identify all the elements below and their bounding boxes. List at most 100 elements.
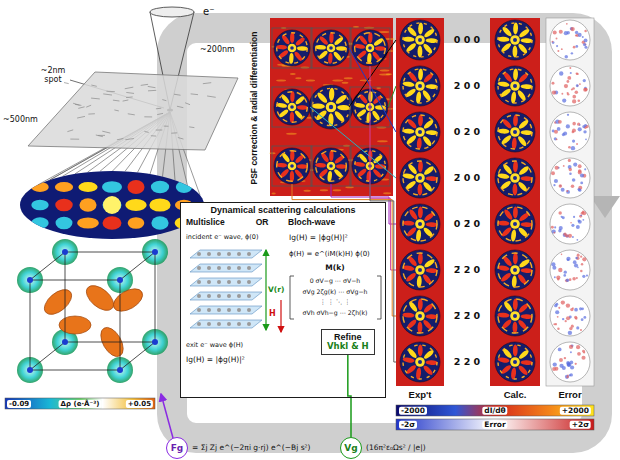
charge-density-cell	[65, 252, 155, 253]
processed-cbed-panel	[329, 46, 333, 50]
comparison-columns	[561, 48, 563, 50]
comparison-columns	[418, 222, 422, 226]
comparison-columns	[513, 298, 518, 310]
comparison-columns	[583, 43, 586, 46]
potential-label: V(r)	[268, 286, 284, 295]
comparison-columns	[495, 66, 535, 106]
multislice-drawing	[247, 308, 251, 312]
comparison-columns	[425, 314, 437, 319]
comparison-columns	[551, 171, 555, 175]
multislice-drawing	[197, 266, 201, 270]
comparison-columns	[573, 260, 577, 264]
comparison-columns	[557, 327, 559, 329]
specimen	[126, 96, 133, 98]
comparison-columns	[567, 363, 571, 367]
wave-label: incident e⁻ wave, ϕ(0)	[186, 234, 258, 241]
comparison-columns	[553, 362, 557, 366]
processed-cbed-panel	[316, 91, 329, 104]
comparison-columns	[566, 257, 570, 261]
specimen	[125, 139, 134, 140]
multislice-drawing	[237, 280, 241, 284]
comparison-columns	[520, 38, 532, 43]
comparison-columns	[564, 84, 568, 88]
potential-symbol: Vg	[344, 443, 357, 453]
comparison-columns	[400, 342, 440, 382]
processed-cbed-panel	[293, 51, 303, 62]
comparison-columns	[520, 268, 532, 273]
processed-cbed-panel	[368, 32, 373, 43]
comparison-columns	[415, 91, 421, 103]
comparison-columns	[518, 118, 530, 130]
comparison-columns	[513, 252, 518, 264]
charge-density-cell	[152, 339, 158, 345]
column-label: Error	[558, 390, 581, 401]
comparison-columns	[559, 358, 563, 362]
multislice-drawing	[207, 322, 211, 326]
miller-index: 2̄ 0 0	[454, 173, 480, 184]
process-label: PSF correction & radial differentiation	[250, 18, 260, 198]
specimen	[151, 135, 156, 136]
processed-cbed-panel	[368, 91, 373, 102]
comparison-columns	[565, 55, 568, 58]
diffraction-pattern	[31, 200, 48, 211]
comparison-columns	[570, 351, 572, 353]
comparison-columns	[400, 204, 440, 244]
comparison-columns	[418, 46, 423, 58]
colorbar-label: -0.09	[7, 399, 31, 407]
charge-density-cell	[40, 285, 76, 319]
comparison-columns	[579, 307, 582, 310]
comparison-columns	[510, 357, 520, 367]
comparison-columns	[495, 342, 535, 382]
processed-cbed-panel	[272, 28, 312, 68]
comparison-columns	[497, 36, 509, 42]
processed-cbed-panel	[375, 46, 386, 51]
comparison-columns	[561, 216, 563, 218]
processed-cbed-panel	[274, 30, 310, 66]
processed-cbed-panel	[373, 37, 384, 47]
specimen	[164, 126, 169, 127]
processed-cbed-panel	[357, 168, 368, 178]
processed-cbed-panel	[274, 89, 310, 125]
refine-parameters: Vhkl & H	[327, 342, 369, 352]
processed-cbed-panel	[352, 30, 388, 66]
comparison-columns	[568, 159, 571, 162]
comparison-columns	[553, 30, 557, 34]
charge-density-cell	[117, 367, 123, 373]
processed-cbed-panel	[328, 53, 333, 64]
comparison-columns	[495, 66, 535, 106]
comparison-columns	[550, 112, 590, 152]
refine-label: Refine	[327, 332, 369, 342]
comparison-columns	[556, 38, 558, 40]
processed-cbed-panel	[288, 103, 297, 112]
comparison-columns	[571, 146, 575, 150]
comparison-columns	[574, 264, 578, 268]
processed-cbed-panel	[386, 73, 392, 75]
processed-cbed-panel	[313, 30, 349, 66]
comparison-columns	[568, 146, 571, 149]
comparison-columns	[513, 314, 517, 318]
multislice-drawing	[237, 294, 241, 298]
comparison-columns	[495, 250, 535, 290]
comparison-columns	[552, 41, 555, 44]
comparison-columns	[564, 271, 567, 274]
specimen	[102, 131, 110, 133]
processed-cbed-panel	[312, 88, 349, 125]
comparison-columns	[554, 232, 556, 234]
comparison-columns	[550, 342, 590, 382]
comparison-columns	[518, 258, 531, 269]
comparison-columns	[513, 184, 518, 196]
leader-line	[349, 40, 396, 107]
processed-cbed-panel	[274, 30, 310, 66]
processed-cbed-panel	[290, 105, 294, 109]
comparison-columns	[495, 112, 535, 152]
comparison-columns	[581, 356, 585, 360]
comparison-columns	[425, 176, 437, 181]
comparison-columns	[510, 219, 520, 229]
comparison-columns	[557, 316, 559, 318]
equation-label: Ig(H) = |ϕg(H)|²	[289, 234, 348, 243]
comparison-columns	[559, 71, 563, 75]
processed-cbed-panel	[366, 44, 375, 53]
processed-cbed-panel	[367, 53, 372, 64]
pointer-arrow	[161, 394, 173, 438]
